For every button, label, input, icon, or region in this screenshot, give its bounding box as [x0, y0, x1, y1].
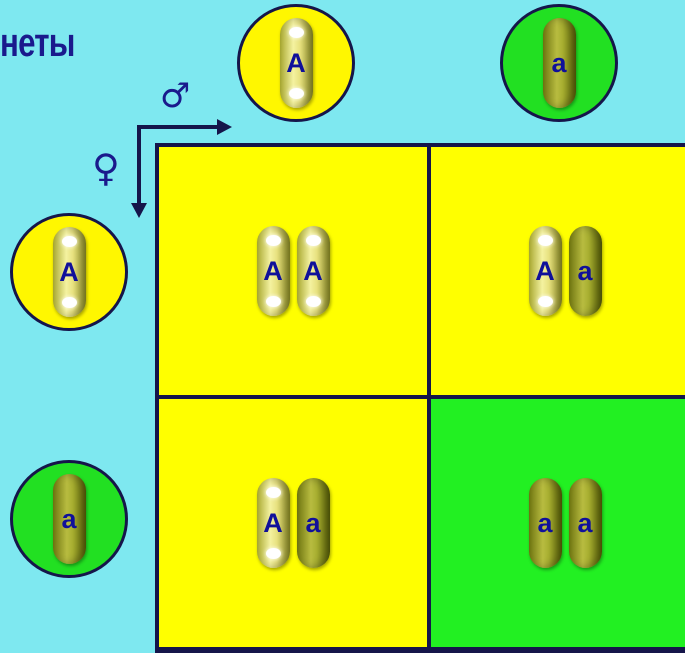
chromosome-icon: A	[280, 18, 313, 108]
male-arrow-head	[217, 119, 232, 135]
punnett-grid: A A A a A a a a	[155, 143, 685, 653]
male-symbol-icon: ♂	[160, 76, 190, 116]
male-gamete-dominant: A	[237, 4, 355, 122]
chromosome-icon: A	[257, 478, 290, 568]
chromosome-icon: a	[53, 474, 86, 564]
punnett-cell-Aa-bottom: A a	[159, 399, 427, 647]
male-gamete-recessive: a	[500, 4, 618, 122]
chromosome-icon: a	[569, 478, 602, 568]
chromosome-icon: a	[543, 18, 576, 108]
chromosome-icon: A	[257, 226, 290, 316]
female-gamete-recessive: a	[10, 460, 128, 578]
chromosome-icon: a	[569, 226, 602, 316]
punnett-cell-aa: a a	[431, 399, 685, 647]
chromosome-icon: A	[529, 226, 562, 316]
female-symbol-icon: ♀	[92, 146, 120, 190]
female-arrow-head	[131, 203, 147, 218]
chromosome-icon: a	[529, 478, 562, 568]
chromosome-icon: a	[297, 478, 330, 568]
punnett-cell-AA: A A	[159, 147, 427, 395]
punnett-cell-Aa-top: A a	[431, 147, 685, 395]
female-gamete-dominant: A	[10, 213, 128, 331]
chromosome-icon: A	[297, 226, 330, 316]
chromosome-icon: A	[53, 227, 86, 317]
